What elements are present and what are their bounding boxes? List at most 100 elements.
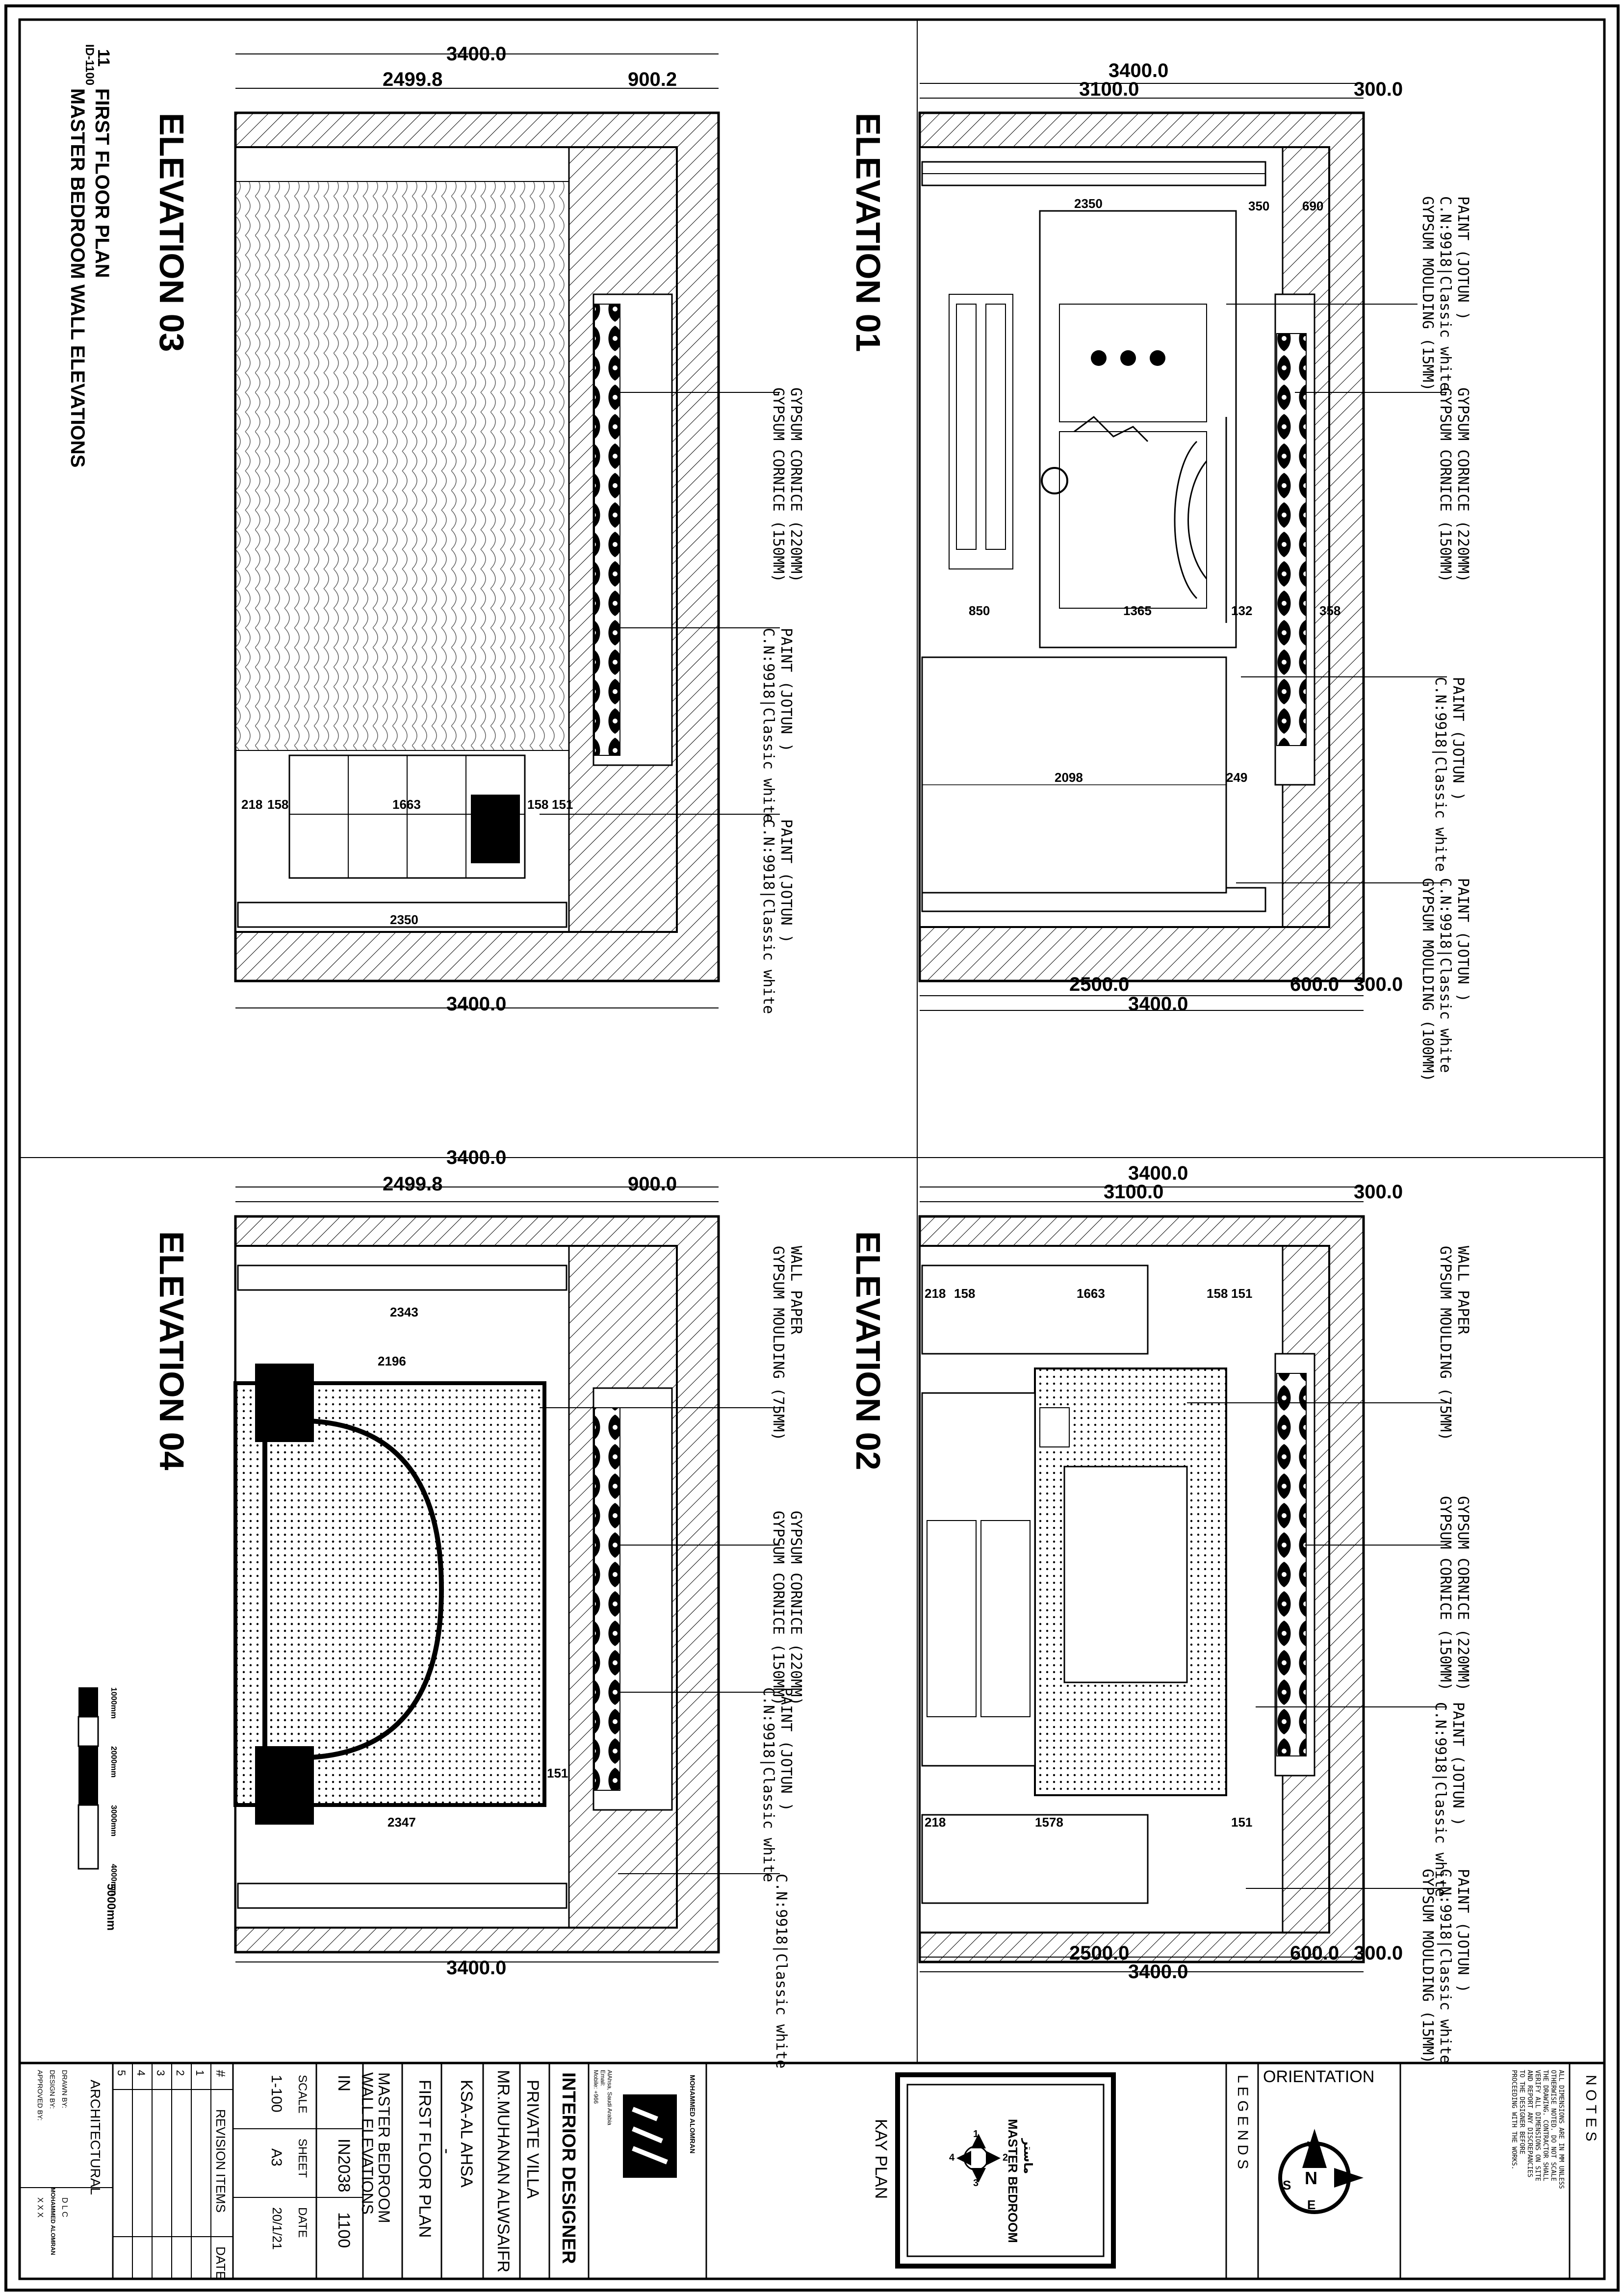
sheet-heading-line2: MASTER BEDROOM WALL ELEVATIONS [67,88,88,468]
elevation-02-drawing [918,1187,1447,1972]
designer-contact: AlAhsa, Saudi Arabia Email: Mobile: +966 [593,2070,613,2125]
e02-dim-top-a: 3100.0 [1104,1181,1164,1203]
e03-dim-top-total: 3400.0 [446,43,507,65]
scale-label: SCALE [296,2075,309,2114]
key-plan-num-2: 2 [1003,2152,1008,2163]
compass-w: W [1307,2139,1319,2153]
e01-inner-8: 2098 [1055,770,1083,785]
notes-header: N O T E S [1583,2075,1599,2141]
e02-note-2: GYPSUM CORNICE (220MM)GYPSUM CORNICE (15… [1437,1496,1471,1691]
e04-dim-top-total: 3400.0 [446,1147,507,1168]
e01-dim-top-a: 3100.0 [1079,78,1139,100]
e01-inner-6: 132 [1231,603,1253,618]
e01-note-2: GYPSUM CORNICE (220MM)GYPSUM CORNICE (15… [1437,387,1471,583]
e04-note-3: PAINT (JOTUN )C.N:9918|Classic white [760,1687,795,1883]
scale-bar-3: 3000mm [109,1805,118,1837]
e01-inner-5: 1365 [1123,603,1152,618]
e02-inner-3: 1663 [1077,1286,1105,1301]
sheet-value: A3 [268,2148,284,2167]
orientation-label: ORIENTATION [1263,2067,1375,2086]
e01-inner-4: 850 [969,603,990,618]
location: KSA-AL AHSA [457,2080,476,2188]
e01-dim-bot-total: 3400.0 [1128,993,1188,1015]
compass-n: N [1305,2168,1317,2188]
key-plan-num-1: 1 [973,2129,979,2140]
e03-inner-4: 158 [527,797,549,812]
e04-dim-top-b: 900.0 [628,1173,677,1195]
e03-inner-3: 1663 [392,797,421,812]
designer-logo-text: MOHAMMED ALOMRAN [689,2075,696,2154]
drawn-by-label: DRAWN BY: [61,2070,69,2109]
key-plan-label: KAY PLAN [872,2119,890,2199]
revision-row-3: 3 [155,2070,167,2076]
interior-designer: INTERIOR DESIGNER [558,2072,579,2264]
approved-by-value: X X X [36,2197,44,2218]
e02-dim-bot-a: 2500.0 [1069,1942,1130,1964]
elevation-04-title: ELEVATION 04 [153,1231,191,1470]
e02-dim-bot-c: 300.0 [1354,1942,1403,1964]
e02-dim-top-total: 3400.0 [1128,1162,1188,1184]
elevation-02-title: ELEVATION 02 [849,1231,887,1470]
sheet-heading-ref: ID-1100 [83,44,96,86]
design-by-value: MOHAMMED ALOMRAN [50,2188,56,2255]
scale-bar-1: 1000mm [109,1687,118,1719]
date-value: 20/1/21 [270,2207,284,2250]
client-name: MR.MUHANAN ALWSAIFR [494,2070,513,2273]
notes-body: ALL DIMENSIONS ARE IN MM UNLESS OTHERWIS… [1510,2070,1565,2189]
drawing-title: MASTER BEDROOM WALL ELEVATIONS [359,2072,393,2223]
compass-s: S [1283,2178,1291,2193]
e01-note-3: PAINT (JOTUN )C.N:9918|Classic white [1432,677,1467,872]
revision-row-1: 1 [194,2070,206,2076]
revision-row-5: 5 [115,2070,128,2076]
e04-note-4: C.N:9918|Classic white [773,1874,790,2069]
e03-dim-top-a: 2499.8 [383,69,443,90]
key-plan-room-ar: ماستر [1021,2139,1034,2174]
scale-bar-graphic [77,1687,99,1870]
e02-dim-bot-b: 600.0 [1290,1942,1340,1964]
e04-dim-bot-total: 3400.0 [446,1957,507,1979]
e03-inner-2: 158 [267,797,289,812]
e04-note-2: GYPSUM CORNICE (220MM)GYPSUM CORNICE (15… [770,1511,804,1706]
e04-inner-2: 2196 [378,1354,406,1368]
e02-inner-7: 1578 [1035,1815,1063,1830]
compass-e: E [1307,2197,1316,2212]
sheet-heading-line1: FIRST FLOOR PLAN [91,88,113,278]
e01-inner-2: 350 [1248,199,1270,213]
e02-inner-5: 151 [1231,1286,1253,1301]
elevation-01-drawing [918,83,1447,1011]
elevation-03-drawing [234,53,780,1008]
e01-inner-7: 358 [1319,603,1341,618]
drawing-prefix: IN [335,2075,353,2091]
revision-items-header: REVISION ITEMS [213,2109,228,2213]
location-dash: - [438,2148,456,2154]
e03-dim-top-b: 900.2 [628,69,677,90]
scale-bar-5: 5000mm [104,1883,118,1931]
revision-row-4: 4 [135,2070,147,2076]
plan-name: FIRST FLOOR PLAN [415,2080,434,2238]
drawing-number-2: 1100 [335,2212,353,2248]
e03-note-3: PAINT (JOTUN )C.N:9918|Classic white [760,819,795,1014]
e01-dim-top-total: 3400.0 [1108,60,1169,81]
e03-inner-1: 218 [241,797,263,812]
drawing-number: IN2038 [335,2139,353,2193]
revision-date-header: DATE [213,2246,228,2280]
e03-note-2: PAINT (JOTUN )C.N:9918|Classic white [760,628,795,823]
e01-dim-bot-c: 300.0 [1354,974,1403,995]
e03-inner-5: 151 [552,797,573,812]
e01-dim-bot-b: 600.0 [1290,974,1340,995]
scale-value: 1-100 [268,2075,284,2113]
title-block-frame [18,2062,1606,2280]
e01-inner-9: 249 [1226,770,1248,785]
e01-inner-3: 690 [1302,199,1324,213]
e04-inner-3: 151 [547,1766,568,1780]
e02-inner-1: 218 [925,1286,946,1301]
e04-inner-4: 2347 [387,1815,416,1830]
revision-row-2: 2 [174,2070,186,2076]
e04-inner-1: 2343 [390,1305,418,1319]
elevation-03-title: ELEVATION 03 [153,113,191,352]
discipline: ARCHITECTURAL [88,2080,103,2195]
